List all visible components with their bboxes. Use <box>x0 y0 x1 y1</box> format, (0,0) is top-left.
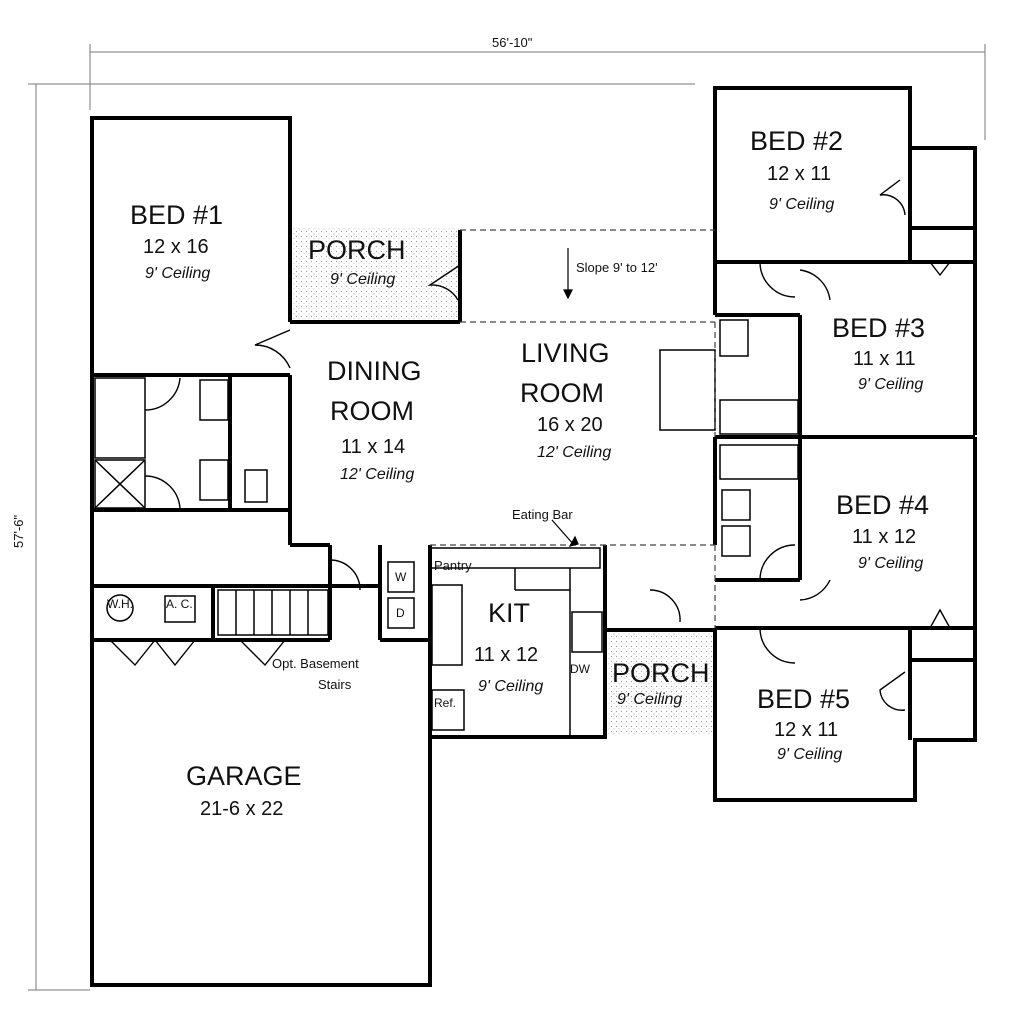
dining-ceiling: 12' Ceiling <box>340 466 415 483</box>
living-size: 16 x 20 <box>537 414 603 436</box>
rear-porch-fill <box>605 630 715 735</box>
ac-label: A. C. <box>166 597 193 611</box>
slope-arrow <box>563 248 573 300</box>
eating-bar-label: Eating Bar <box>512 507 573 522</box>
kitchen-size: 11 x 12 <box>474 644 539 666</box>
water-heater-label: W.H. <box>107 597 133 611</box>
bed2-size: 12 x 11 <box>767 163 832 185</box>
dimension-lines <box>28 44 986 991</box>
bed5-ceiling: 9' Ceiling <box>777 746 843 763</box>
bed3-name: BED #3 <box>832 313 926 343</box>
rear-porch-name: PORCH <box>612 658 710 688</box>
dining-name-line1: DINING <box>327 356 422 386</box>
basement-stairs-line2: Stairs <box>318 677 352 692</box>
dining-size: 11 x 14 <box>341 436 406 458</box>
overall-width-label: 56'-10" <box>492 35 533 50</box>
door-swings <box>109 179 951 711</box>
dryer-label: D <box>396 606 405 620</box>
slope-label: Slope 9' to 12' <box>576 260 658 275</box>
kitchen-ceiling: 9' Ceiling <box>478 678 544 695</box>
dining-name-line2: ROOM <box>330 396 414 426</box>
washer-label: W <box>395 570 407 584</box>
pantry-label: Pantry <box>434 558 472 573</box>
overall-depth-label: 57'-6" <box>11 514 26 548</box>
front-porch-fill <box>290 228 460 320</box>
bed5-name: BED #5 <box>757 684 851 714</box>
bed4-ceiling: 9' Ceiling <box>858 555 924 572</box>
living-name-line1: LIVING <box>521 338 610 368</box>
bed1-size: 12 x 16 <box>143 236 209 258</box>
bed2-ceiling: 9' Ceiling <box>769 196 835 213</box>
dishwasher-label: DW <box>570 662 590 676</box>
kitchen-name: KIT <box>488 598 531 628</box>
front-porch-ceiling: 9' Ceiling <box>330 271 396 288</box>
bed3-size: 11 x 11 <box>853 348 916 370</box>
bed4-name: BED #4 <box>836 490 930 520</box>
living-name-line2: ROOM <box>520 378 604 408</box>
walls <box>90 86 977 987</box>
bed3-ceiling: 9' Ceiling <box>858 376 924 393</box>
bed1-name: BED #1 <box>130 200 224 230</box>
thin-walls <box>94 319 799 735</box>
rear-porch-ceiling: 9' Ceiling <box>617 691 683 708</box>
basement-stairs-line1: Opt. Basement <box>272 656 359 671</box>
bed4-size: 11 x 12 <box>852 526 917 548</box>
bed1-ceiling: 9' Ceiling <box>145 265 211 282</box>
refrigerator-label: Ref. <box>434 696 457 710</box>
eating-bar-arrow <box>551 519 579 547</box>
bed2-name: BED #2 <box>750 126 844 156</box>
garage-size: 21-6 x 22 <box>200 798 284 820</box>
bed5-size: 12 x 11 <box>774 719 839 741</box>
front-porch-name: PORCH <box>308 235 406 265</box>
living-ceiling: 12' Ceiling <box>537 444 612 461</box>
garage-name: GARAGE <box>186 761 302 791</box>
